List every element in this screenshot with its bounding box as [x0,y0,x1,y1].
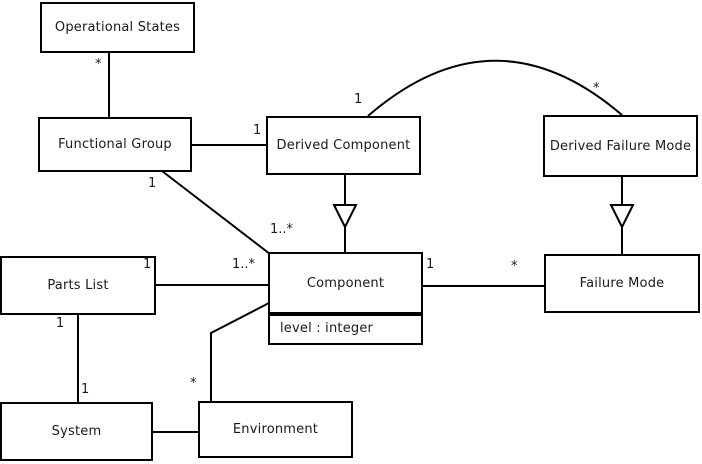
assoc-functional-group-component [161,170,271,255]
assoc-environment-component [210,302,270,402]
class-box-derived-component: Derived Component [266,116,421,175]
multiplicity-arc-derived-component-end: 1 [354,92,363,107]
class-name-label: Environment [232,422,319,437]
multiplicity-environment-comp-env-end: * [190,376,197,391]
class-name-label: Component [306,275,385,291]
class-box-functional-group: Functional Group [38,117,192,172]
multiplicity-parts-list-comp-pl-end: 1 [143,257,152,272]
class-attribute-compartment: level : integer [270,314,421,343]
assoc-arc-derived-component-derived-failure-mode [367,59,623,117]
class-name-label: Operational States [54,20,181,35]
multiplicity-operational-states-end: * [95,57,102,72]
multiplicity-comp-failure-mode-fm-end: * [511,259,518,274]
class-name-compartment: Component [270,254,421,314]
class-box-component: Component level : integer [268,252,423,345]
class-box-environment: Environment [198,401,353,458]
class-box-system: System [0,402,153,461]
generalization-triangle-icon [609,204,635,230]
multiplicity-fg-component-comp-end: 1..* [270,222,294,237]
class-name-label: Failure Mode [579,276,665,291]
multiplicity-parts-list-comp-comp-end: 1..* [232,257,256,272]
class-box-parts-list: Parts List [0,256,156,315]
multiplicity-parts-list-system-sys-end: 1 [81,382,90,397]
class-box-derived-failure-mode: Derived Failure Mode [543,115,698,177]
class-name-label: Derived Failure Mode [549,138,692,154]
class-attribute-label: level : integer [280,321,374,336]
class-name-label: Derived Component [276,138,411,153]
multiplicity-fg-derived-component-end: 1 [253,123,262,138]
class-name-label: System [51,424,102,439]
class-box-operational-states: Operational States [40,2,195,53]
multiplicity-parts-list-system-pl-end: 1 [56,316,65,331]
class-name-label: Functional Group [58,137,172,152]
multiplicity-comp-failure-mode-comp-end: 1 [426,257,435,272]
multiplicity-arc-derived-failure-mode-end: * [593,81,600,96]
multiplicity-fg-component-fg-end: 1 [148,176,157,191]
generalization-triangle-icon [332,204,358,230]
class-box-failure-mode: Failure Mode [544,254,700,313]
class-name-label: Parts List [47,278,109,293]
